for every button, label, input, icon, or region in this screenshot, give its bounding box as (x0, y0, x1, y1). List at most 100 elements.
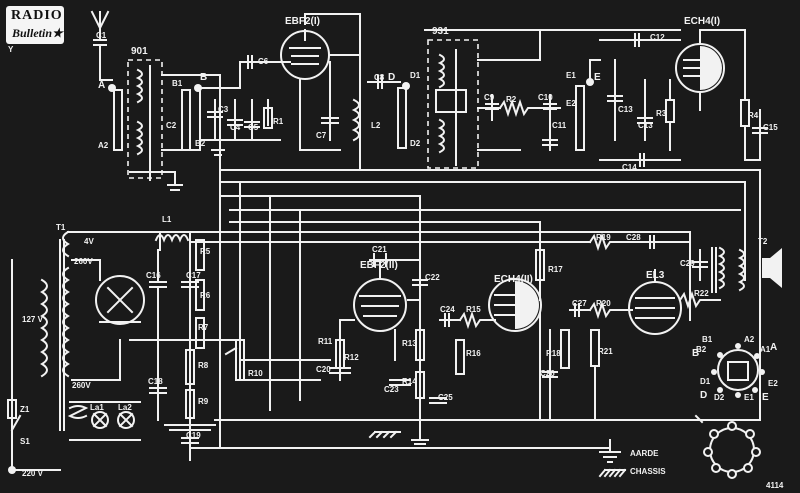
label-c5: C5 (248, 123, 259, 132)
label-c25: C25 (438, 393, 453, 402)
label-r17: R17 (548, 265, 563, 274)
label-switch-e2: E2 (768, 379, 778, 388)
tube-ebf2-1 (279, 13, 401, 171)
label-switch-e1: E1 (744, 393, 754, 402)
label-switch-a1: A1 (760, 345, 771, 354)
ground-symbols (368, 429, 627, 478)
label-c23: C23 (384, 385, 399, 394)
label-r22: R22 (694, 289, 709, 298)
label-terminal-d1: D1 (410, 71, 421, 80)
label-switch-d: D (700, 390, 707, 401)
mains-switch-and-lamps (7, 399, 141, 474)
label-z1: Z1 (20, 405, 30, 414)
label-r8: R8 (198, 361, 209, 370)
logo-line2: Bulletin★ (12, 26, 63, 40)
label-switch-b: B (692, 348, 699, 359)
label-switch-a2: A2 (744, 335, 755, 344)
if-block-931 (397, 29, 681, 169)
label-switch-a: A (770, 342, 777, 353)
label-c29: C29 (680, 259, 695, 268)
label-c6: C6 (258, 57, 269, 66)
wave-switch-top (711, 343, 765, 398)
label-aarde: AARDE (630, 449, 659, 458)
label-terminal-b: B (200, 72, 207, 83)
label-r13: R13 (402, 339, 417, 348)
label-c18: C18 (148, 377, 163, 386)
tube-ech4-2 (439, 249, 570, 421)
label-r1: R1 (273, 117, 284, 126)
label-footer-code: 4114 (766, 481, 784, 490)
label-r2: R2 (506, 95, 517, 104)
label-c17: C17 (186, 271, 201, 280)
logo-line1: RADIO (11, 8, 63, 23)
label-chassis: CHASSIS (630, 467, 666, 476)
label-t1: T1 (56, 223, 66, 232)
label-c16: C16 (146, 271, 161, 280)
label-la1: La1 (90, 403, 104, 412)
tube-ebf2-2 (329, 253, 447, 404)
label-c15: C15 (763, 123, 778, 132)
label-c21: C21 (372, 245, 387, 254)
label-r6: R6 (200, 291, 211, 300)
label-r12: R12 (344, 353, 359, 362)
power-supply (11, 230, 245, 471)
label-c27: C27 (572, 299, 587, 308)
label-c13-marker: C13 (618, 105, 633, 114)
label-tube-ech4-1: ECH4(I) (684, 16, 720, 27)
label-s1: S1 (20, 437, 30, 446)
label-c26: C26 (540, 369, 555, 378)
labels: Y C1 901 A A2 B1 B B2 C2 C3 C4 C5 C6 R1 … (8, 16, 784, 490)
label-c13: C13 (638, 121, 653, 130)
label-4v: 4V (84, 237, 94, 246)
label-c22: C22 (425, 273, 440, 282)
label-c28: C28 (626, 233, 641, 242)
label-c7: C7 (316, 131, 327, 140)
label-r4: R4 (748, 111, 759, 120)
label-tube-ech4-2: ECH4(II) (494, 274, 533, 285)
label-r19: R19 (596, 233, 611, 242)
label-r14: R14 (402, 377, 417, 386)
label-c9: C9 (484, 93, 495, 102)
label-c14: C14 (622, 163, 637, 172)
label-terminal-a2: A2 (98, 141, 109, 150)
label-la2: La2 (118, 403, 132, 412)
label-block-931: 931 (432, 26, 449, 37)
label-terminal-d2: D2 (410, 139, 421, 148)
label-terminal-e2: E2 (566, 99, 576, 108)
label-r15: R15 (466, 305, 481, 314)
radio-bulletin-logo: RADIO Bulletin★ (6, 6, 64, 44)
label-c19: C19 (186, 431, 201, 440)
label-c10: C10 (538, 93, 553, 102)
if-block-901-caps (199, 55, 281, 156)
label-block-901: 901 (131, 46, 148, 57)
label-switch-e: E (762, 392, 769, 403)
label-c24: C24 (440, 305, 455, 314)
label-c4: C4 (230, 123, 241, 132)
label-switch-b1: B1 (702, 335, 713, 344)
label-l2: L2 (371, 121, 381, 130)
label-r21: R21 (598, 347, 613, 356)
label-c20: C20 (316, 365, 331, 374)
label-c1: C1 (96, 31, 107, 40)
ech4-1-caps (599, 33, 681, 167)
label-r11: R11 (318, 337, 333, 346)
label-tube-el3: EL3 (646, 270, 665, 281)
label-switch-b2: B2 (696, 345, 707, 354)
label-r18: R18 (546, 349, 561, 358)
label-r16: R16 (466, 349, 481, 358)
label-c12: C12 (650, 33, 665, 42)
if-block-901 (113, 59, 241, 191)
label-c8: C8 (374, 73, 385, 82)
label-switch-d2: D2 (714, 393, 725, 402)
tube-ech4-1 (675, 29, 768, 161)
label-260v-a: 260V (74, 257, 93, 266)
label-r7: R7 (198, 323, 209, 332)
label-r5: R5 (200, 247, 211, 256)
label-tube-ebf2-1: EBF2(I) (285, 16, 320, 27)
label-tube-ebf2-2: EBF2(II) (360, 260, 398, 271)
label-c3: C3 (218, 105, 229, 114)
label-switch-d1: D1 (700, 377, 711, 386)
label-terminal-b2: B2 (195, 139, 206, 148)
